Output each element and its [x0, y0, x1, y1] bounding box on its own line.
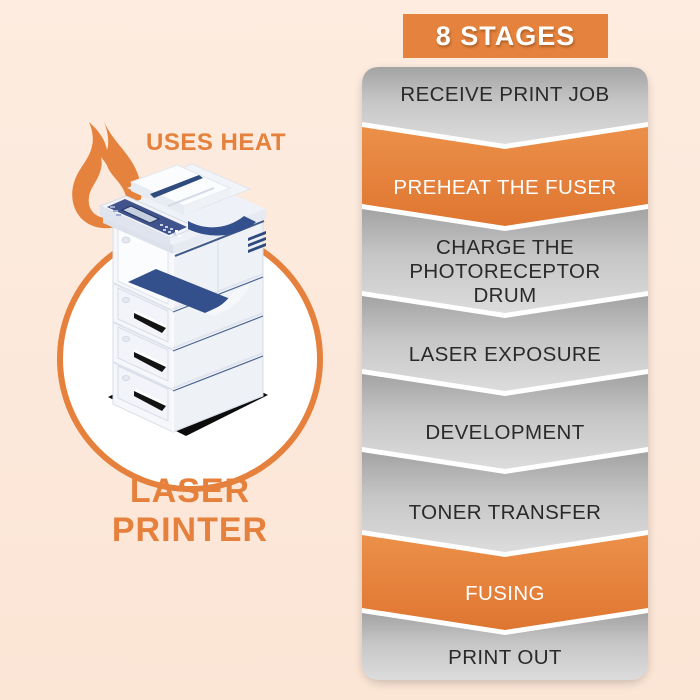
device-title-line2: PRINTER — [111, 511, 269, 549]
stage-label: TONER TRANSFER — [408, 501, 602, 524]
stage-step: DEVELOPMENT — [362, 374, 648, 469]
flame-icon — [72, 121, 142, 229]
stage-label: RECEIVE PRINT JOB — [400, 82, 610, 106]
device-title-line1: LASER — [129, 472, 251, 510]
stages-header-label: 8 STAGES — [435, 20, 576, 51]
stages-column: RECEIVE PRINT JOB PREHEAT THE FUSER CHAR… — [362, 67, 648, 680]
device-title: LASER PRINTER — [55, 472, 325, 550]
printer-circle-badge — [57, 226, 323, 492]
stages-header-badge: 8 STAGES — [403, 14, 608, 58]
stage-label: FUSING — [465, 581, 545, 605]
uses-heat-label: USES HEAT — [146, 129, 287, 156]
stage-label: DEVELOPMENT — [425, 420, 585, 444]
stage-label: PRINT OUT — [448, 645, 562, 669]
stage-label: LASER EXPOSURE — [408, 342, 602, 366]
stage-label: CHARGE THE PHOTORECEPTOR DRUM — [409, 236, 601, 307]
stage-label: PREHEAT THE FUSER — [393, 175, 617, 199]
